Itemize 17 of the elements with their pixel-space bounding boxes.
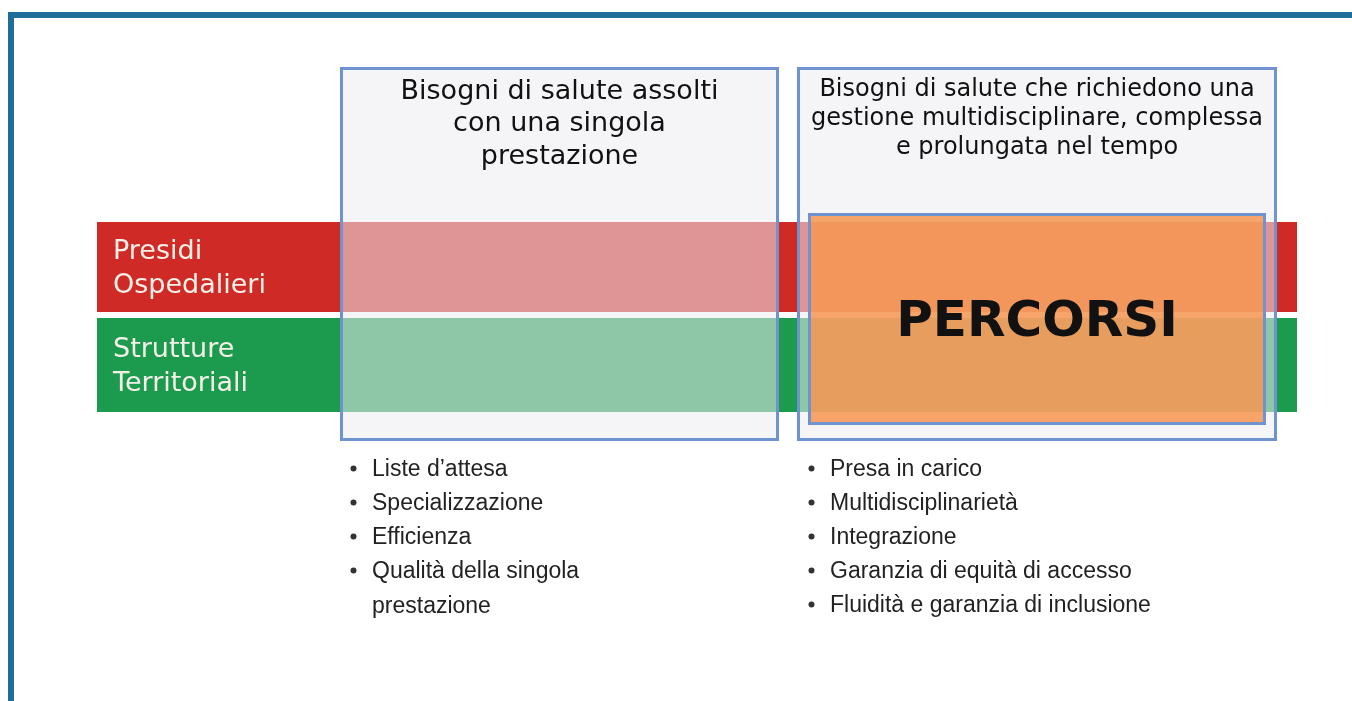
bullet-item: Efficienza: [372, 522, 473, 551]
highlight-box: [808, 213, 1266, 425]
column-heading: Bisogni di salute assolti con una singola prestazione: [399, 74, 720, 172]
row-label: Presidi Ospedalieri: [113, 233, 267, 301]
column-heading: Bisogni di salute che richiedono una gestione multidisciplinare, complessa e prolungata nel tempo: [810, 74, 1264, 161]
bullet-item: Qualità della singola prestazione: [372, 556, 581, 620]
bullet-item: Presa in carico: [830, 454, 984, 483]
bullet-item: Multidisciplinarietà: [830, 488, 1019, 517]
bullet-item: Fluidità e garanzia di inclusione: [830, 590, 1152, 619]
bullet-item: Specializzazione: [372, 488, 545, 517]
bullet-item: Liste d’attesa: [372, 454, 509, 483]
column-box: [340, 67, 779, 441]
column-box: [797, 67, 1277, 441]
highlight-label: PERCORSI: [896, 290, 1178, 348]
bullet-item: Integrazione: [830, 522, 958, 551]
row-label: Strutture Territoriali: [113, 331, 249, 399]
bullet-item: Garanzia di equità di accesso: [830, 556, 1133, 585]
